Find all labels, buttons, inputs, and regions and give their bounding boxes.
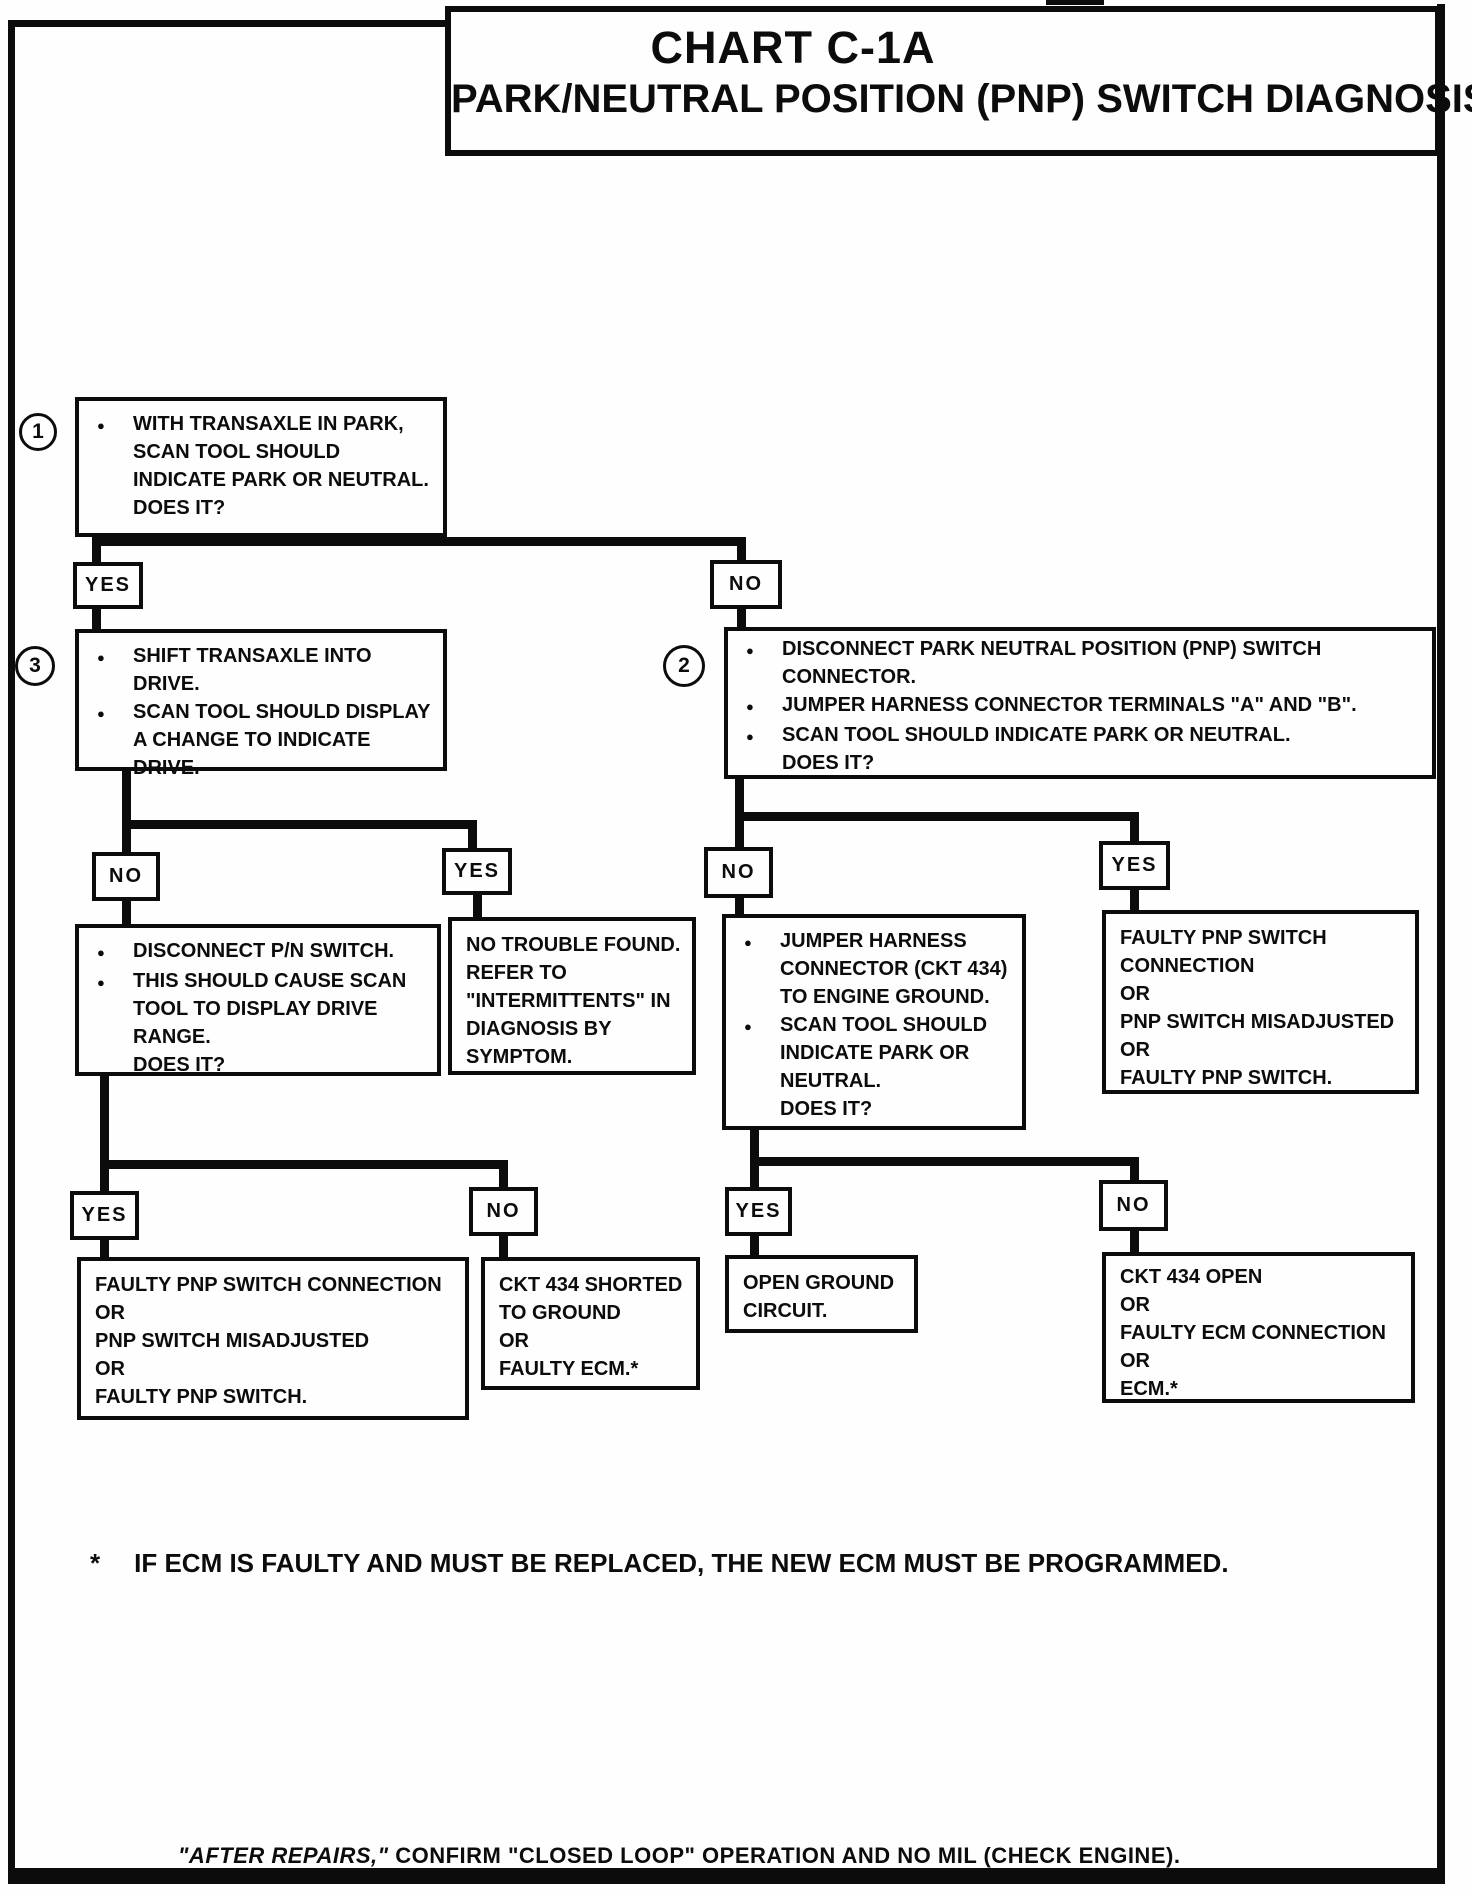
result-box-ckt434-open: CKT 434 OPEN OR FAULTY ECM CONNECTION OR… (1102, 1252, 1415, 1403)
ckt434-shorted-text: CKT 434 SHORTED TO GROUND OR FAULTY ECM.… (499, 1274, 683, 1380)
page-border-bottom (8, 1868, 1445, 1884)
step-item: ● WITH TRANSAXLE IN PARK, SCAN TOOL SHOU… (79, 410, 443, 522)
ckt434-open-text: CKT 434 OPEN OR FAULTY ECM CONNECTION OR… (1120, 1266, 1386, 1400)
jumper-ground-text-1: JUMPER HARNESS CONNECTOR (CKT 434) TO EN… (780, 930, 1008, 1008)
step-item: ● DISCONNECT PARK NEUTRAL POSITION (PNP)… (728, 635, 1432, 691)
step1-text: WITH TRANSAXLE IN PARK, SCAN TOOL SHOULD… (133, 413, 429, 519)
bullet-icon: ● (744, 935, 752, 950)
result-box-faulty-pnp-left: FAULTY PNP SWITCH CONNECTION OR PNP SWIT… (77, 1257, 469, 1420)
result-box-open-ground: OPEN GROUND CIRCUIT. (725, 1255, 918, 1333)
chart-subtitle: PARK/NEUTRAL POSITION (PNP) SWITCH DIAGN… (451, 77, 1472, 121)
bullet-icon: ● (97, 706, 105, 721)
page-border-right (1437, 4, 1445, 1872)
open-ground-text: OPEN GROUND CIRCUIT. (743, 1272, 895, 1322)
connector-line (468, 820, 477, 850)
decision-box-step1: ● WITH TRANSAXLE IN PARK, SCAN TOOL SHOU… (75, 397, 447, 537)
bullet-icon: ● (97, 418, 105, 433)
footnote-text: IF ECM IS FAULTY AND MUST BE REPLACED, T… (134, 1548, 1229, 1578)
connector-line (122, 820, 477, 829)
connector-line (100, 1160, 508, 1169)
bullet-icon: ● (97, 945, 105, 960)
connector-line (92, 537, 746, 546)
faulty-pnp-right-text: FAULTY PNP SWITCH CONNECTION OR PNP SWIT… (1120, 927, 1395, 1089)
yes-tag-step3: YES (442, 848, 512, 895)
connector-line (737, 607, 746, 629)
connector-line (737, 537, 746, 562)
step2-text-3: SCAN TOOL SHOULD INDICATE PARK OR NEUTRA… (782, 724, 1291, 774)
no-trouble-text: NO TROUBLE FOUND. REFER TO "INTERMITTENT… (466, 934, 681, 1068)
result-box-no-trouble: NO TROUBLE FOUND. REFER TO "INTERMITTENT… (448, 917, 696, 1075)
page-border-left (8, 20, 15, 1872)
step-number-3: 3 (15, 646, 55, 686)
page-border-top (8, 20, 448, 27)
title-box: CHART C-1A PARK/NEUTRAL POSITION (PNP) S… (445, 6, 1472, 156)
no-tag-step2: NO (704, 847, 773, 898)
yes-tag-disconnect-pn: YES (70, 1191, 139, 1240)
connector-line (92, 607, 101, 631)
chart-title: CHART C-1A (650, 22, 936, 73)
disconnect-pn-text-2: THIS SHOULD CAUSE SCAN TOOL TO DISPLAY D… (133, 970, 407, 1076)
step-item: ● DISCONNECT P/N SWITCH. (79, 937, 437, 967)
no-tag-step1: NO (710, 560, 782, 609)
result-box-faulty-pnp-right: FAULTY PNP SWITCH CONNECTION OR PNP SWIT… (1102, 910, 1419, 1094)
bullet-icon: ● (97, 975, 105, 990)
after-repairs-italic: "AFTER REPAIRS," (178, 1843, 389, 1868)
step-number-1: 1 (19, 413, 57, 451)
connector-line (735, 896, 744, 916)
footnote: * IF ECM IS FAULTY AND MUST BE REPLACED,… (90, 1548, 1229, 1579)
step3-text-1: SHIFT TRANSAXLE INTO DRIVE. (133, 645, 372, 695)
decision-box-jumper-ground: ● JUMPER HARNESS CONNECTOR (CKT 434) TO … (722, 914, 1026, 1130)
result-box-ckt434-shorted: CKT 434 SHORTED TO GROUND OR FAULTY ECM.… (481, 1257, 700, 1390)
step-number-2: 2 (663, 645, 705, 687)
faulty-pnp-left-text: FAULTY PNP SWITCH CONNECTION OR PNP SWIT… (95, 1274, 442, 1408)
step-item: ● SCAN TOOL SHOULD DISPLAY A CHANGE TO I… (79, 698, 443, 782)
connector-line (499, 1160, 508, 1189)
connector-line (1130, 888, 1139, 912)
step-item: ● THIS SHOULD CAUSE SCAN TOOL TO DISPLAY… (79, 967, 437, 1079)
connector-line (473, 893, 482, 919)
connector-line (735, 812, 1139, 821)
step-item: ● SCAN TOOL SHOULD INDICATE PARK OR NEUT… (726, 1011, 1022, 1123)
disconnect-pn-text-1: DISCONNECT P/N SWITCH. (133, 940, 395, 962)
bullet-icon: ● (97, 650, 105, 665)
step-item: ● JUMPER HARNESS CONNECTOR TERMINALS "A"… (728, 691, 1432, 721)
no-tag-jumper-ground: NO (1099, 1180, 1168, 1231)
connector-line (100, 1238, 109, 1259)
step-item: ● SCAN TOOL SHOULD INDICATE PARK OR NEUT… (728, 721, 1432, 777)
bullet-icon: ● (746, 699, 754, 714)
step2-text-1: DISCONNECT PARK NEUTRAL POSITION (PNP) S… (782, 638, 1322, 688)
connector-line (750, 1234, 759, 1257)
jumper-ground-text-2: SCAN TOOL SHOULD INDICATE PARK OR NEUTRA… (780, 1014, 988, 1120)
decision-box-step2: ● DISCONNECT PARK NEUTRAL POSITION (PNP)… (724, 627, 1436, 779)
connector-line (1130, 1157, 1139, 1182)
bullet-icon: ● (746, 729, 754, 744)
bullet-icon: ● (746, 643, 754, 658)
yes-tag-step1: YES (73, 562, 143, 609)
connector-line (100, 1076, 109, 1193)
step-item: ● JUMPER HARNESS CONNECTOR (CKT 434) TO … (726, 927, 1022, 1011)
after-repairs-note: "AFTER REPAIRS," CONFIRM "CLOSED LOOP" O… (178, 1843, 1180, 1869)
bullet-icon: ● (744, 1019, 752, 1034)
yes-tag-jumper-ground: YES (725, 1187, 792, 1236)
decision-box-disconnect-pn: ● DISCONNECT P/N SWITCH. ● THIS SHOULD C… (75, 924, 441, 1076)
connector-line (122, 770, 131, 854)
asterisk: * (90, 1548, 101, 1578)
step3-text-2: SCAN TOOL SHOULD DISPLAY A CHANGE TO IND… (133, 701, 431, 779)
no-tag-disconnect-pn: NO (469, 1187, 538, 1236)
yes-tag-step2: YES (1099, 841, 1170, 890)
connector-line (122, 899, 131, 926)
scan-artifact (1046, 0, 1104, 5)
no-tag-step3: NO (92, 852, 160, 901)
connector-line (92, 535, 101, 564)
connector-line (499, 1234, 508, 1259)
after-repairs-rest: CONFIRM "CLOSED LOOP" OPERATION AND NO M… (388, 1843, 1181, 1868)
step-item: ● SHIFT TRANSAXLE INTO DRIVE. (79, 642, 443, 698)
decision-box-step3: ● SHIFT TRANSAXLE INTO DRIVE. ● SCAN TOO… (75, 629, 447, 779)
step2-text-2: JUMPER HARNESS CONNECTOR TERMINALS "A" A… (782, 694, 1357, 716)
connector-line (1130, 812, 1139, 843)
connector-line (750, 1157, 1139, 1166)
connector-line (1130, 1229, 1139, 1254)
